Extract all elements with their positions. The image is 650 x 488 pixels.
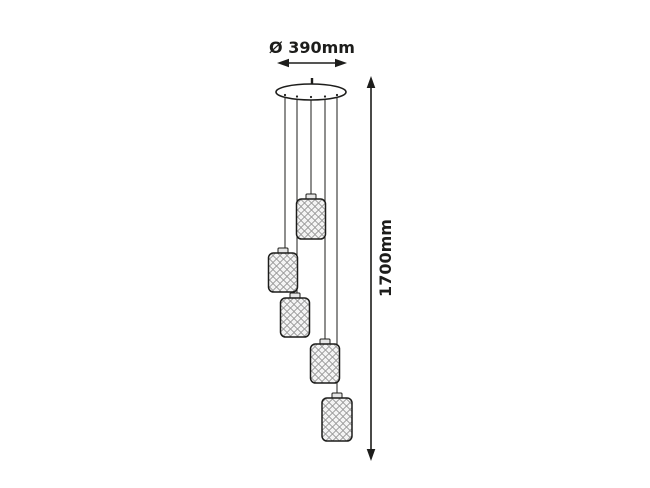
pendant-shade-2	[267, 247, 299, 293]
ceiling-canopy	[275, 78, 347, 101]
pendant-shade-5	[321, 392, 353, 442]
height-dimension-arrow	[366, 76, 376, 461]
pendant-shade-3	[279, 292, 311, 338]
pendant-shade-1	[295, 193, 327, 240]
height-dimension-label: 1700mm	[376, 219, 395, 297]
diameter-dimension-arrow	[277, 58, 347, 68]
diameter-dimension-label: Ø 390mm	[269, 38, 355, 57]
pendant-shade-4	[309, 338, 341, 384]
